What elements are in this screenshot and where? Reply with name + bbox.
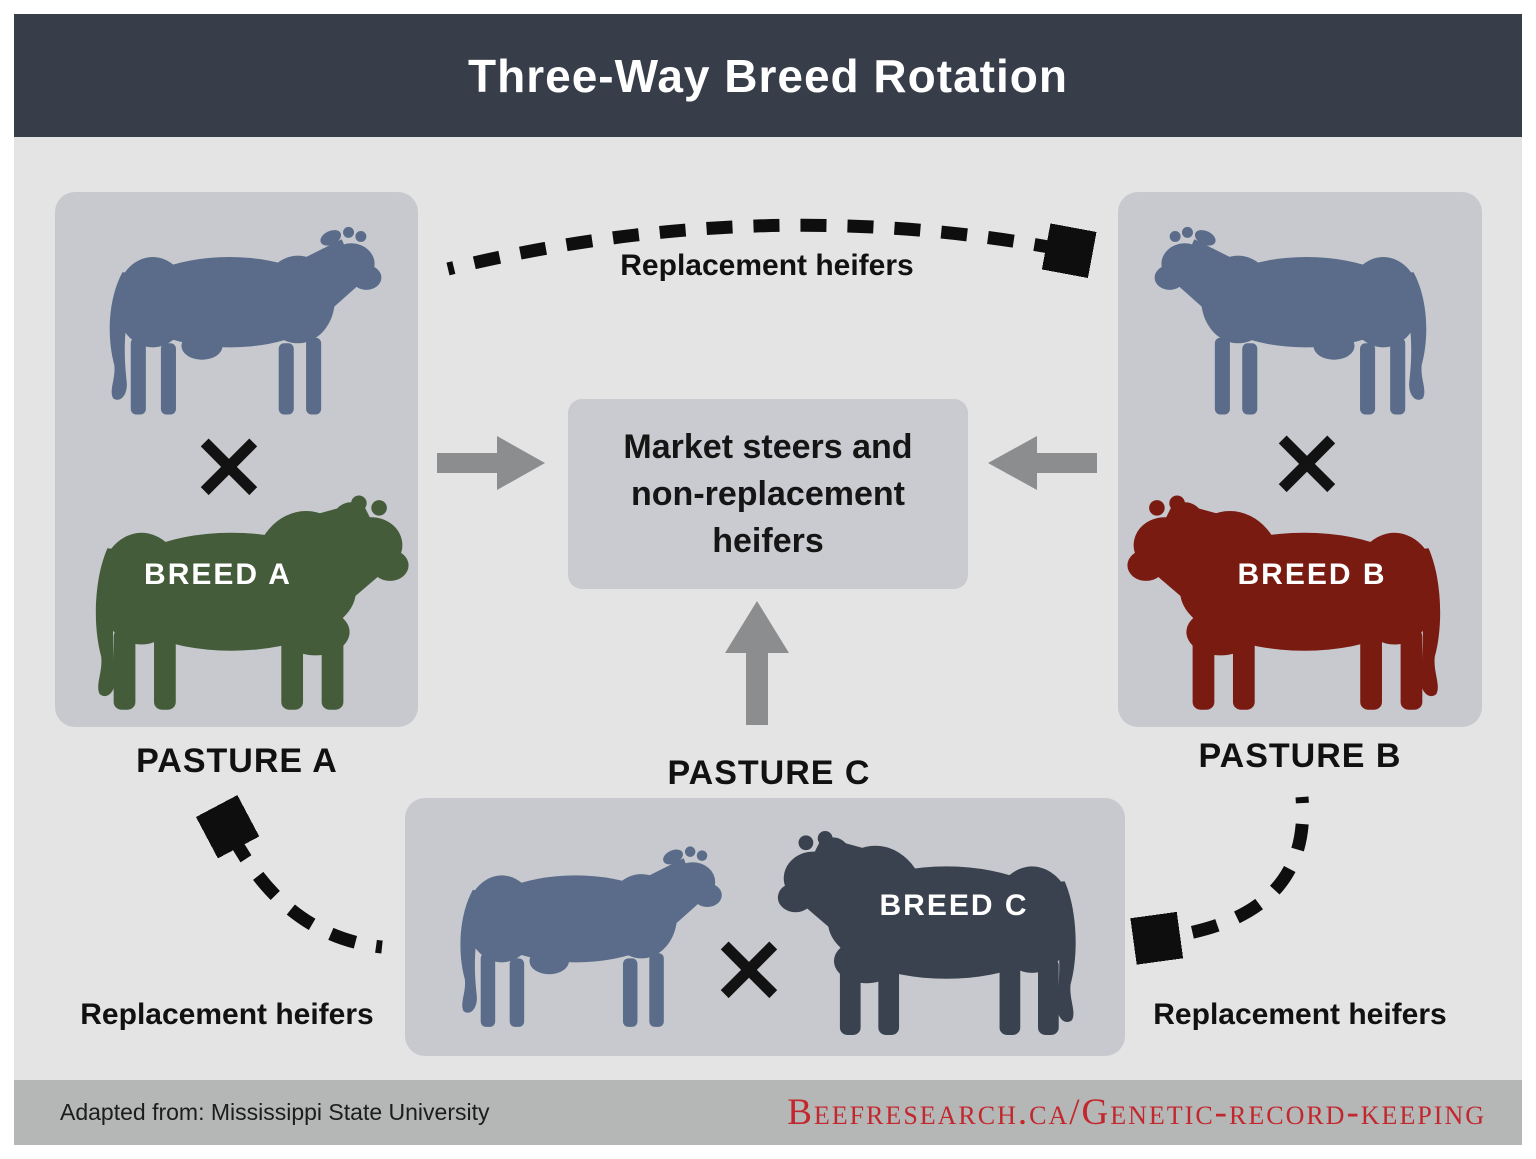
- pasture-b-label: PASTURE B: [1198, 737, 1402, 775]
- flow-b-to-c-label: Replacement heifers: [1153, 998, 1447, 1031]
- bull-icon: [1127, 495, 1441, 710]
- breed-b-label: BREED B: [1237, 558, 1387, 591]
- market-steers-box: Market steers and non-replacement heifer…: [568, 399, 968, 589]
- arrow-left-icon: [988, 436, 1097, 490]
- bull-icon: [95, 495, 409, 710]
- bull-icon: [777, 830, 1076, 1035]
- diagram-area: × BREED A × BREED B × BREED C Market ste…: [14, 137, 1522, 1080]
- market-box-line: Market steers and: [623, 427, 913, 466]
- dashed-arrow-c-to-a: [232, 835, 383, 954]
- page-title: Three-Way Breed Rotation: [468, 49, 1068, 102]
- breed-c-label: BREED C: [879, 889, 1029, 922]
- market-box-line: non-replacement: [631, 474, 905, 513]
- cross-icon: ×: [1266, 405, 1348, 517]
- dashed-arrow-b-to-c: [1166, 796, 1310, 937]
- website-url: Beefresearch.ca/Genetic-record-keeping: [787, 1092, 1486, 1133]
- arrow-up-icon: [725, 601, 789, 725]
- cow-icon: [1154, 226, 1427, 415]
- cross-icon: ×: [188, 408, 270, 520]
- cow-icon: [109, 226, 382, 415]
- cross-icon: ×: [708, 911, 790, 1023]
- arrow-right-icon: [437, 436, 545, 490]
- source-attribution: Adapted from: Mississippi State Universi…: [60, 1099, 490, 1125]
- pasture-c-label: PASTURE C: [667, 754, 871, 792]
- breed-a-label: BREED A: [144, 558, 292, 591]
- flow-c-to-a-label: Replacement heifers: [80, 998, 374, 1031]
- pasture-a-label: PASTURE A: [136, 742, 338, 780]
- footer-bar: Adapted from: Mississippi State Universi…: [14, 1080, 1522, 1145]
- flow-a-to-b-label: Replacement heifers: [620, 249, 914, 282]
- header-bar: Three-Way Breed Rotation: [14, 14, 1522, 137]
- market-box-line: heifers: [712, 521, 824, 560]
- cow-icon: [460, 846, 722, 1027]
